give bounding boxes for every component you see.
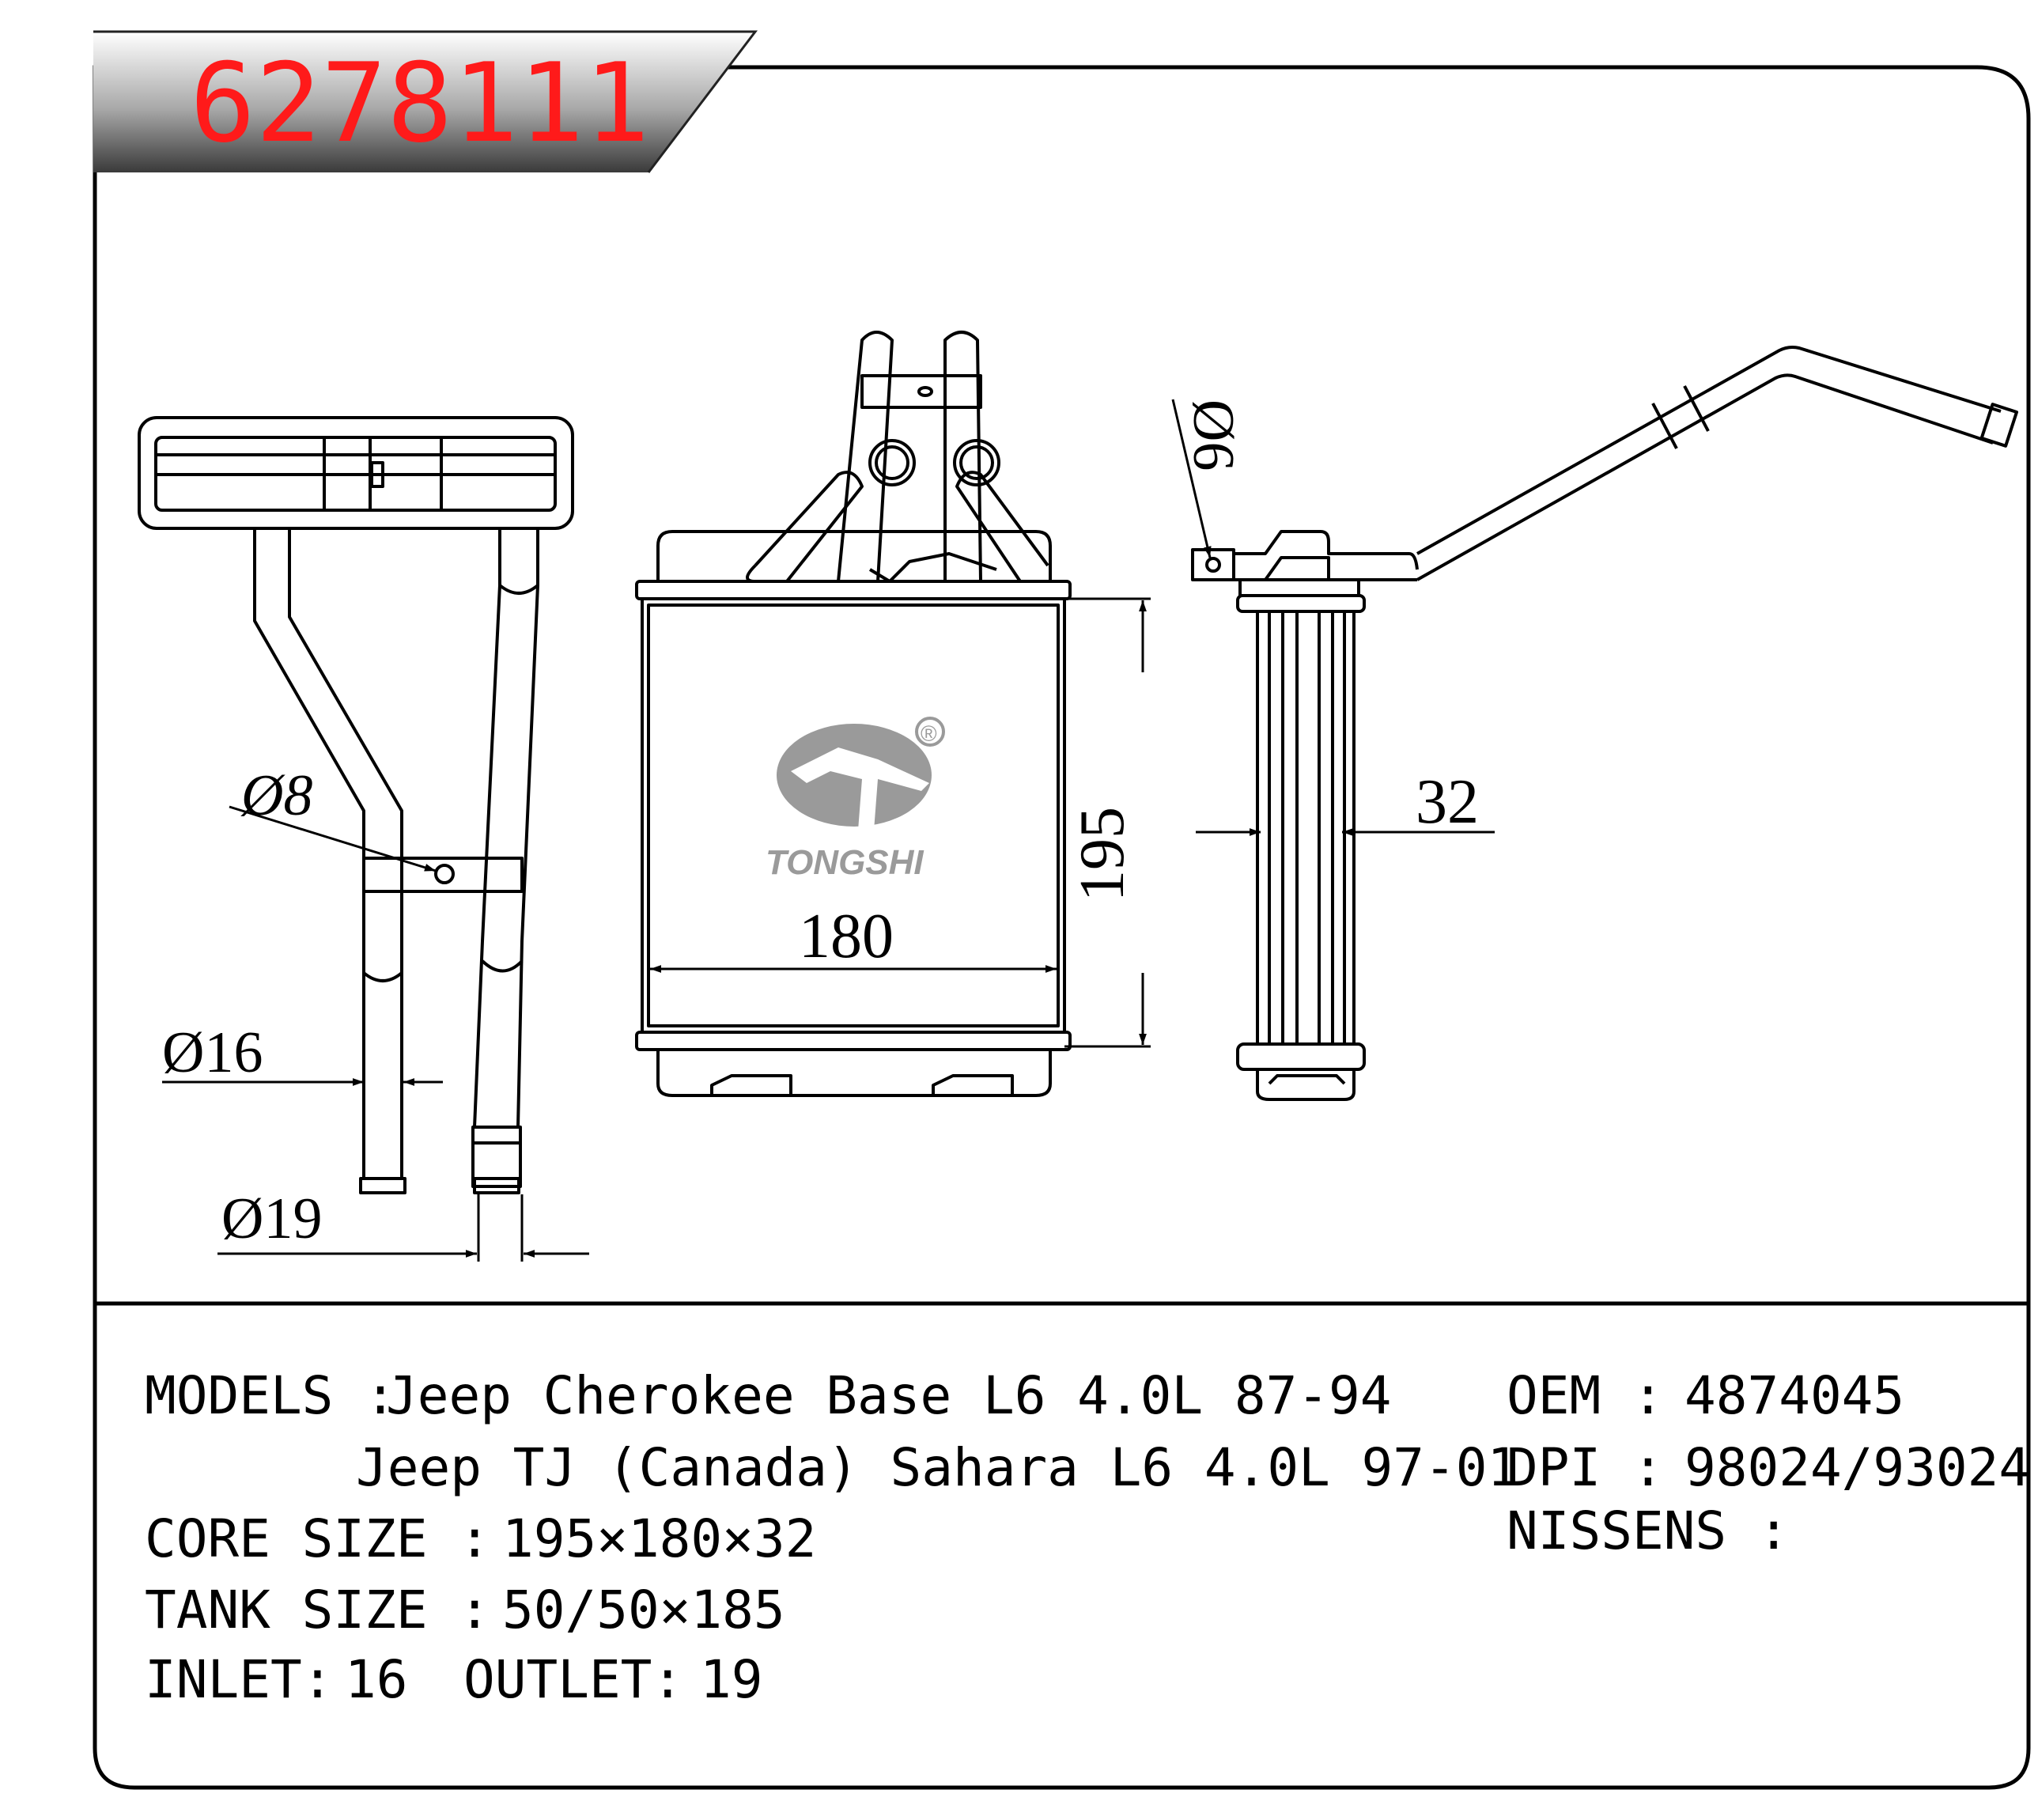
tank-size-label: TANK SIZE : [145, 1580, 490, 1640]
front-view-dimensions [650, 597, 1151, 1048]
outlet-value: 19 [700, 1649, 762, 1710]
dim-height-label: 195 [1068, 807, 1137, 902]
inlet-value: 16 [345, 1649, 407, 1710]
front-view-core [635, 331, 1072, 1097]
right-view-dimensions [1171, 399, 1495, 836]
logo-text: TONGSHI [766, 843, 924, 882]
core-size-value: 195×180×32 [502, 1508, 816, 1569]
core-size-label: CORE SIZE : [145, 1508, 490, 1569]
dpi-value: 98024/93024 [1684, 1437, 2030, 1498]
models-line-2: Jeep TJ (Canada) Sahara L6 4.0L 97-01 [356, 1437, 1518, 1498]
dim-thickness-label: 32 [1416, 767, 1479, 837]
dim-width-label: 180 [799, 902, 894, 971]
left-view-dimensions [162, 805, 589, 1262]
models-label: MODELS : [145, 1365, 396, 1426]
inlet-label: INLET: [145, 1649, 333, 1710]
dim-d8-label: Ø8 [240, 763, 312, 828]
part-number-header: 6278111 [93, 30, 758, 173]
specifications: MODELS : Jeep Cherokee Base L6 4.0L 87-9… [145, 1365, 2030, 1710]
side-view-right [1191, 346, 2019, 1101]
outer-frame [93, 65, 2031, 1790]
oem-label: OEM : [1507, 1365, 1664, 1426]
side-view-left [138, 416, 574, 1194]
nissens-label: NISSENS : [1507, 1500, 1790, 1561]
tank-size-value: 50/50×185 [502, 1580, 785, 1640]
dim-d6-label: Ø6 [1181, 399, 1246, 471]
tongshi-logo: TONGSHI ® [766, 717, 945, 882]
dpi-label: DPI : [1507, 1437, 1664, 1498]
part-number: 6278111 [190, 40, 650, 167]
oem-value: 4874045 [1684, 1365, 1904, 1426]
logo-registered-mark: ® [921, 721, 937, 746]
dim-d16-label: Ø16 [162, 1020, 263, 1085]
outlet-label: OUTLET: [463, 1649, 683, 1710]
models-line-1: Jeep Cherokee Base L6 4.0L 87-94 [386, 1365, 1392, 1426]
dim-d19-label: Ø19 [221, 1186, 322, 1251]
